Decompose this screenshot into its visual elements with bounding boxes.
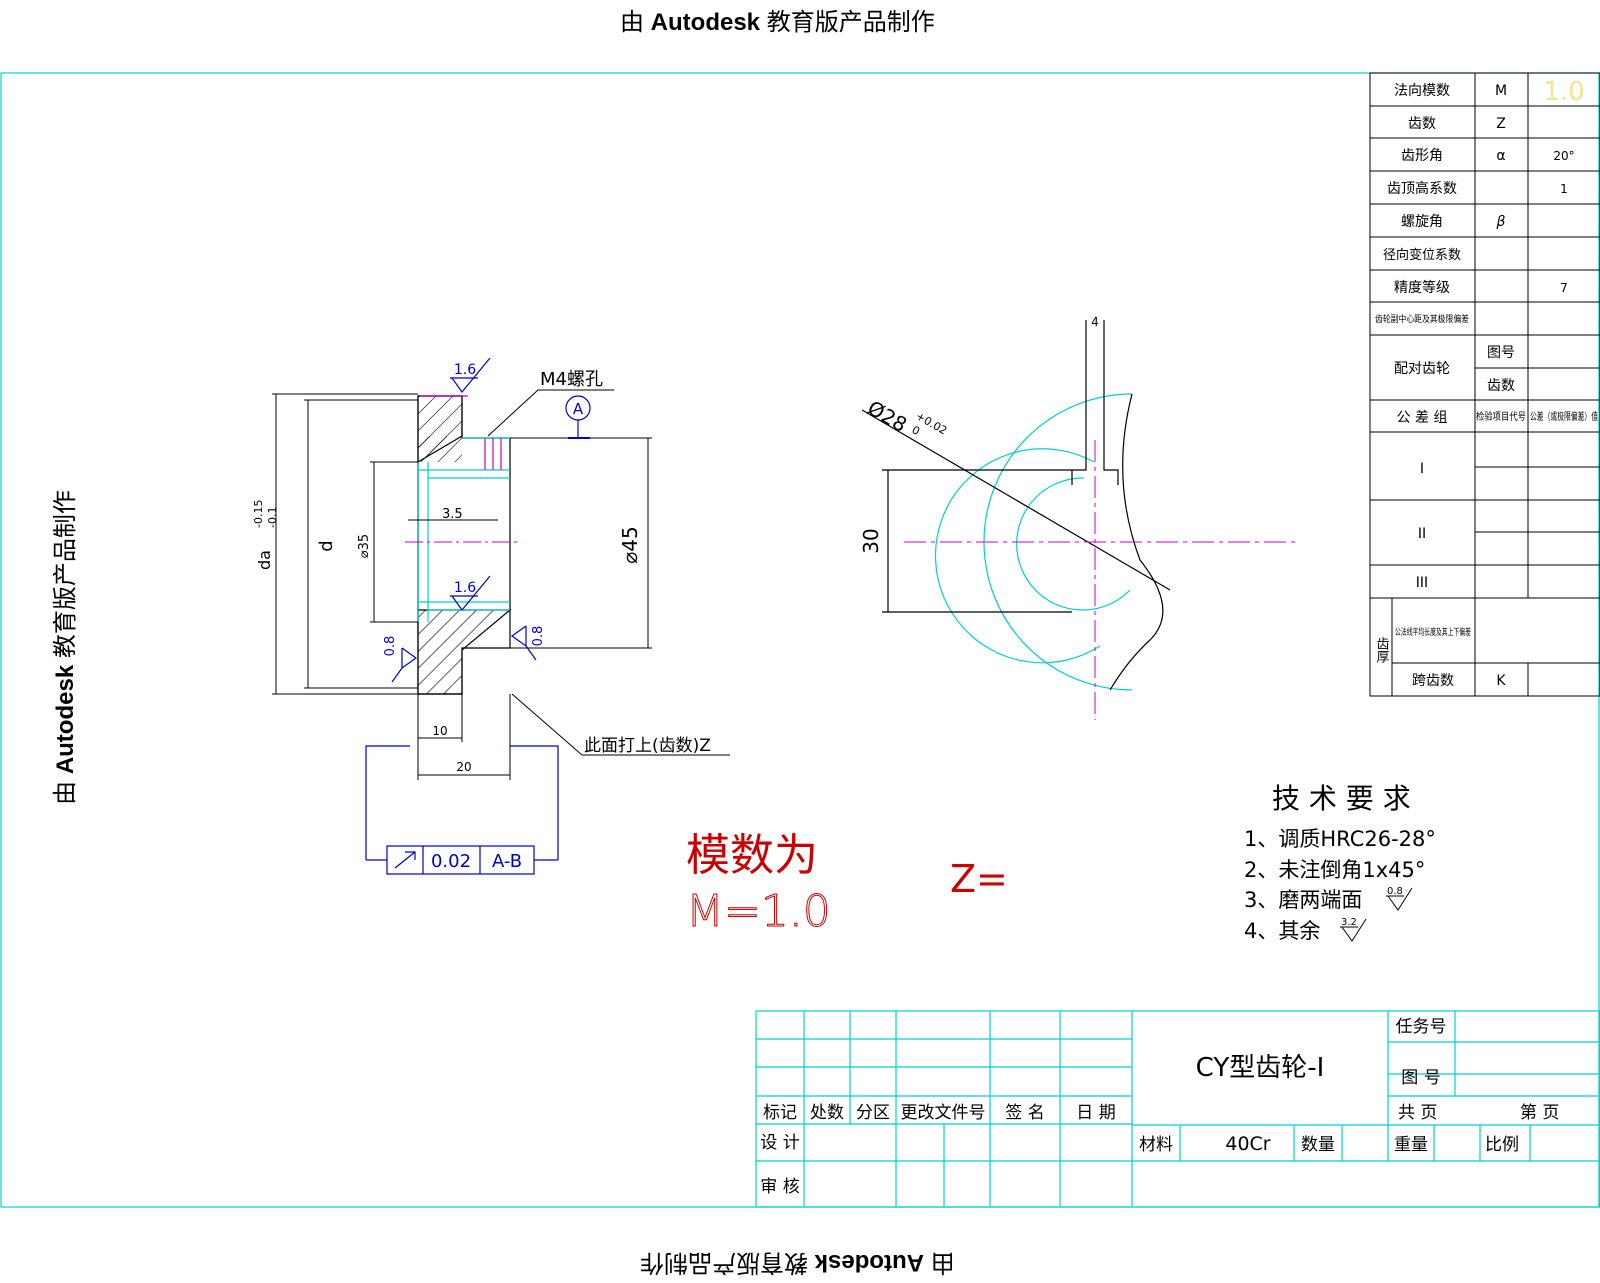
dim-keyway: 4 — [1091, 315, 1099, 329]
dim-da: da — [255, 550, 274, 570]
tb-weight-label: 重量 — [1394, 1135, 1428, 1155]
tooth-sub: 公法线平均长度及其上下偏差 — [1395, 626, 1471, 638]
tech-rough4: 3.2 — [1341, 917, 1357, 928]
dim-d: d — [316, 540, 337, 551]
tolerance-col1: 检验项目代号 — [1476, 410, 1526, 423]
face-note: 此面打上(齿数)Z — [584, 736, 711, 756]
tech-item: 2、未注倒角1x45° — [1244, 858, 1425, 882]
dim-bore: Ø28 — [864, 396, 912, 437]
title-block — [755, 1010, 1600, 1208]
tb-task-no: 任务号 — [1396, 1017, 1447, 1037]
tb-header: 标记 — [763, 1103, 797, 1123]
row-label: 螺旋角 — [1401, 214, 1443, 230]
tooth-label: 齿厚 — [1374, 637, 1390, 663]
dim-da-tol-lower: -0.1 — [266, 507, 279, 528]
tb-page: 第 页 — [1520, 1103, 1559, 1123]
part-name: CY型齿轮-I — [1196, 1053, 1325, 1083]
tb-drawing-no: 图 号 — [1401, 1068, 1440, 1088]
dim-bore-tol: +0.02 — [914, 409, 950, 437]
tech-item: 3、磨两端面 — [1244, 888, 1362, 912]
roughness-top: 1.6 — [454, 362, 476, 378]
tolerance-col2: 公差（或极限偏差）值 — [1530, 410, 1598, 423]
datum-a: A — [573, 400, 584, 418]
dim-bore-tol-low: 0 — [910, 423, 923, 438]
dim-3-5: 3.5 — [442, 507, 463, 522]
dim-10: 10 — [432, 724, 447, 738]
tb-header: 分区 — [856, 1103, 890, 1123]
thread-note: M4螺孔 — [540, 369, 603, 390]
tb-review: 审 核 — [760, 1177, 799, 1197]
row-label: 径向变位系数 — [1383, 247, 1461, 263]
row-value: 1 — [1560, 182, 1568, 196]
row-label: 齿形角 — [1401, 148, 1443, 164]
row-label: 齿数 — [1408, 116, 1436, 132]
group-label: III — [1416, 575, 1428, 591]
gear-parameter-table — [1369, 72, 1600, 697]
module-line1: 模数为 — [686, 830, 818, 881]
tech-requirements: 技 术 要 求 1、调质HRC26-28° 2、未注倒角1x45° 3、磨两端面… — [1244, 782, 1436, 943]
group-label: I — [1420, 461, 1424, 477]
tech-rough3: 0.8 — [1387, 886, 1403, 897]
row-value: 1.0 — [1543, 77, 1584, 107]
section-view: da -0.15 -0.1 d ⌀35 3.5 ⌀45 10 20 1.6 1.… — [252, 357, 730, 875]
tolerance-label: 公 差 组 — [1397, 410, 1448, 426]
tech-title: 技 术 要 求 — [1272, 782, 1411, 815]
roughness-mid: 1.6 — [454, 580, 476, 596]
row-symbol: β — [1496, 214, 1506, 230]
row-symbol: α — [1496, 148, 1505, 164]
tb-header: 签 名 — [1005, 1103, 1044, 1123]
span-symbol: K — [1496, 673, 1506, 689]
tb-material: 40Cr — [1225, 1133, 1270, 1155]
row-label: 精度等级 — [1394, 279, 1450, 296]
row-symbol: Z — [1496, 116, 1506, 132]
title-block-text: CY型齿轮-I 标记 处数 分区 更改文件号 签 名 日 期 设 计 审 核 任… — [760, 1017, 1559, 1197]
dim-da-tol-upper: -0.15 — [252, 500, 265, 528]
tb-qty-label: 数量 — [1301, 1135, 1335, 1155]
span-label: 跨齿数 — [1412, 673, 1454, 689]
gdt-frame — [365, 745, 559, 875]
end-view: 4 Ø28 +0.02 0 30 — [859, 315, 1300, 720]
gdt-tolerance: 0.02 — [431, 851, 471, 872]
row-label: 齿轮副中心距及其极限偏差 — [1375, 313, 1469, 325]
dim-20: 20 — [456, 760, 471, 774]
dim-35: ⌀35 — [357, 534, 372, 558]
section-hatch-bottom — [417, 609, 512, 695]
mating-row: 图号 — [1487, 345, 1515, 361]
tb-header: 日 期 — [1076, 1103, 1115, 1123]
row-value: 7 — [1560, 281, 1568, 295]
tech-item: 4、其余 — [1244, 919, 1320, 943]
group-label: II — [1418, 526, 1426, 542]
module-line2: M=1.0 — [686, 886, 831, 937]
gear-table-text: 法向模数 M 1.0 齿数 Z 齿形角 α 20° 齿顶高系数 1 螺旋角 β … — [1374, 77, 1599, 689]
gdt-datum: A-B — [492, 851, 522, 872]
tb-material-label: 材料 — [1139, 1135, 1173, 1155]
tb-design: 设 计 — [760, 1133, 799, 1153]
tb-header: 处数 — [810, 1103, 844, 1123]
row-label: 齿顶高系数 — [1387, 180, 1457, 197]
tech-item: 1、调质HRC26-28° — [1244, 827, 1436, 851]
tb-scale-label: 比例 — [1485, 1135, 1519, 1155]
row-symbol: M — [1495, 83, 1507, 99]
z-label: Z= — [950, 857, 1008, 901]
watermark-top: 由 Autodesk 教育版产品制作 — [620, 9, 935, 36]
mating-label: 配对齿轮 — [1394, 361, 1450, 377]
roughness-left: 0.8 — [383, 636, 398, 657]
mating-row: 齿数 — [1487, 378, 1515, 394]
roughness-right: 0.8 — [531, 626, 546, 647]
tb-header: 更改文件号 — [901, 1103, 986, 1123]
row-value: 20° — [1553, 149, 1574, 163]
drawing-frame — [0, 72, 1600, 1208]
row-label: 法向模数 — [1394, 83, 1450, 99]
dim-45: ⌀45 — [618, 526, 642, 564]
tb-total-pages: 共 页 — [1398, 1103, 1437, 1123]
dim-30: 30 — [859, 528, 883, 553]
module-note: 模数为 M=1.0 Z= — [686, 830, 1008, 938]
